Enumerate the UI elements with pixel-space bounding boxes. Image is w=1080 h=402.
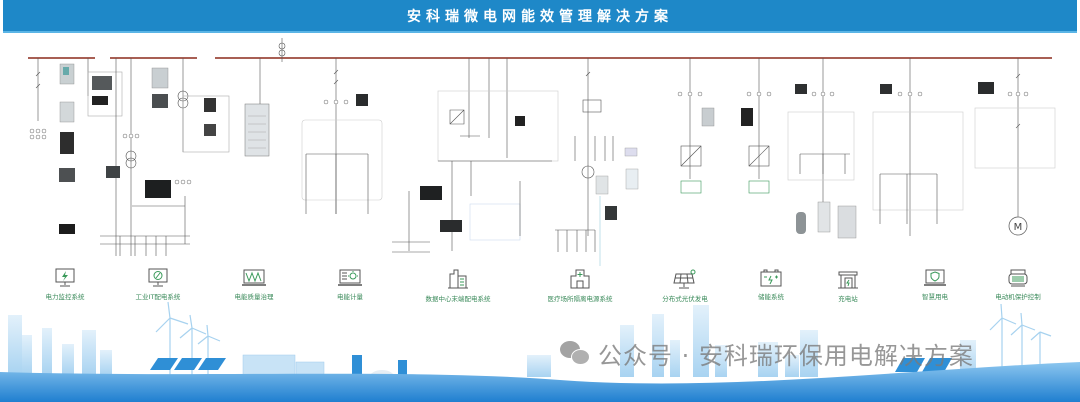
motor-label: M [1014, 222, 1023, 233]
watermark: 公众号 · 安科瑞环保用电解决方案 [560, 336, 974, 371]
category-smart-electricity[interactable]: 智慧用电 [890, 268, 980, 301]
wind-turbines-left [155, 301, 221, 375]
watermark-text: 公众号 · 安科瑞环保用电解决方案 [598, 342, 974, 370]
hospital-building-icon [570, 269, 590, 289]
page-title: 安科瑞微电网能效管理解决方案 [407, 8, 673, 25]
shield-monitor-icon [924, 269, 946, 286]
category-distributed-pv[interactable]: 分布式光伏发电 [640, 268, 730, 303]
wechat-icon [560, 340, 592, 367]
solar-panel-icon [673, 269, 696, 289]
buildings-right [527, 305, 976, 377]
ground-wave [0, 362, 1080, 402]
monitor-plug-icon [148, 268, 168, 287]
solar-panels-right [895, 358, 952, 372]
data-center-building-icon [448, 269, 468, 289]
motor-icon [1008, 269, 1028, 287]
storage-containers [242, 354, 325, 378]
category-row: 电力监控系统 工业IT配电系统 电能质量治理 电能计量 数据中心末端配电系统 医… [0, 268, 1080, 312]
motor-symbol: M [1008, 216, 1028, 236]
monitor-lightning-icon [55, 268, 75, 287]
meter-lightbulb-icon [338, 269, 362, 286]
solar-panels-left [150, 358, 226, 370]
category-charging-station[interactable]: 充电站 [803, 268, 893, 303]
device-meters [59, 63, 994, 239]
single-line-diagram: M [28, 38, 1056, 266]
category-industrial-it[interactable]: 工业IT配电系统 [113, 268, 203, 301]
charging-station-icon [838, 271, 858, 289]
city-skyline-illustration [0, 301, 1080, 402]
category-medical-isolation[interactable]: 医疗场所隔离电源系统 [535, 268, 625, 303]
buildings-left [8, 315, 112, 375]
category-energy-metering[interactable]: 电能计量 [305, 268, 395, 301]
title-bar: 安科瑞微电网能效管理解决方案 [3, 0, 1077, 33]
category-data-center[interactable]: 数据中心末端配电系统 [413, 268, 503, 303]
category-motor-protection[interactable]: 电动机保护控制 [973, 268, 1063, 301]
category-power-monitoring[interactable]: 电力监控系统 [20, 268, 110, 301]
battery-icon [760, 269, 782, 287]
category-energy-storage[interactable]: 储能系统 [726, 268, 816, 301]
waveform-monitor-icon [242, 269, 266, 286]
wind-turbines-right [989, 303, 1052, 378]
category-power-quality[interactable]: 电能质量治理 [209, 268, 299, 301]
